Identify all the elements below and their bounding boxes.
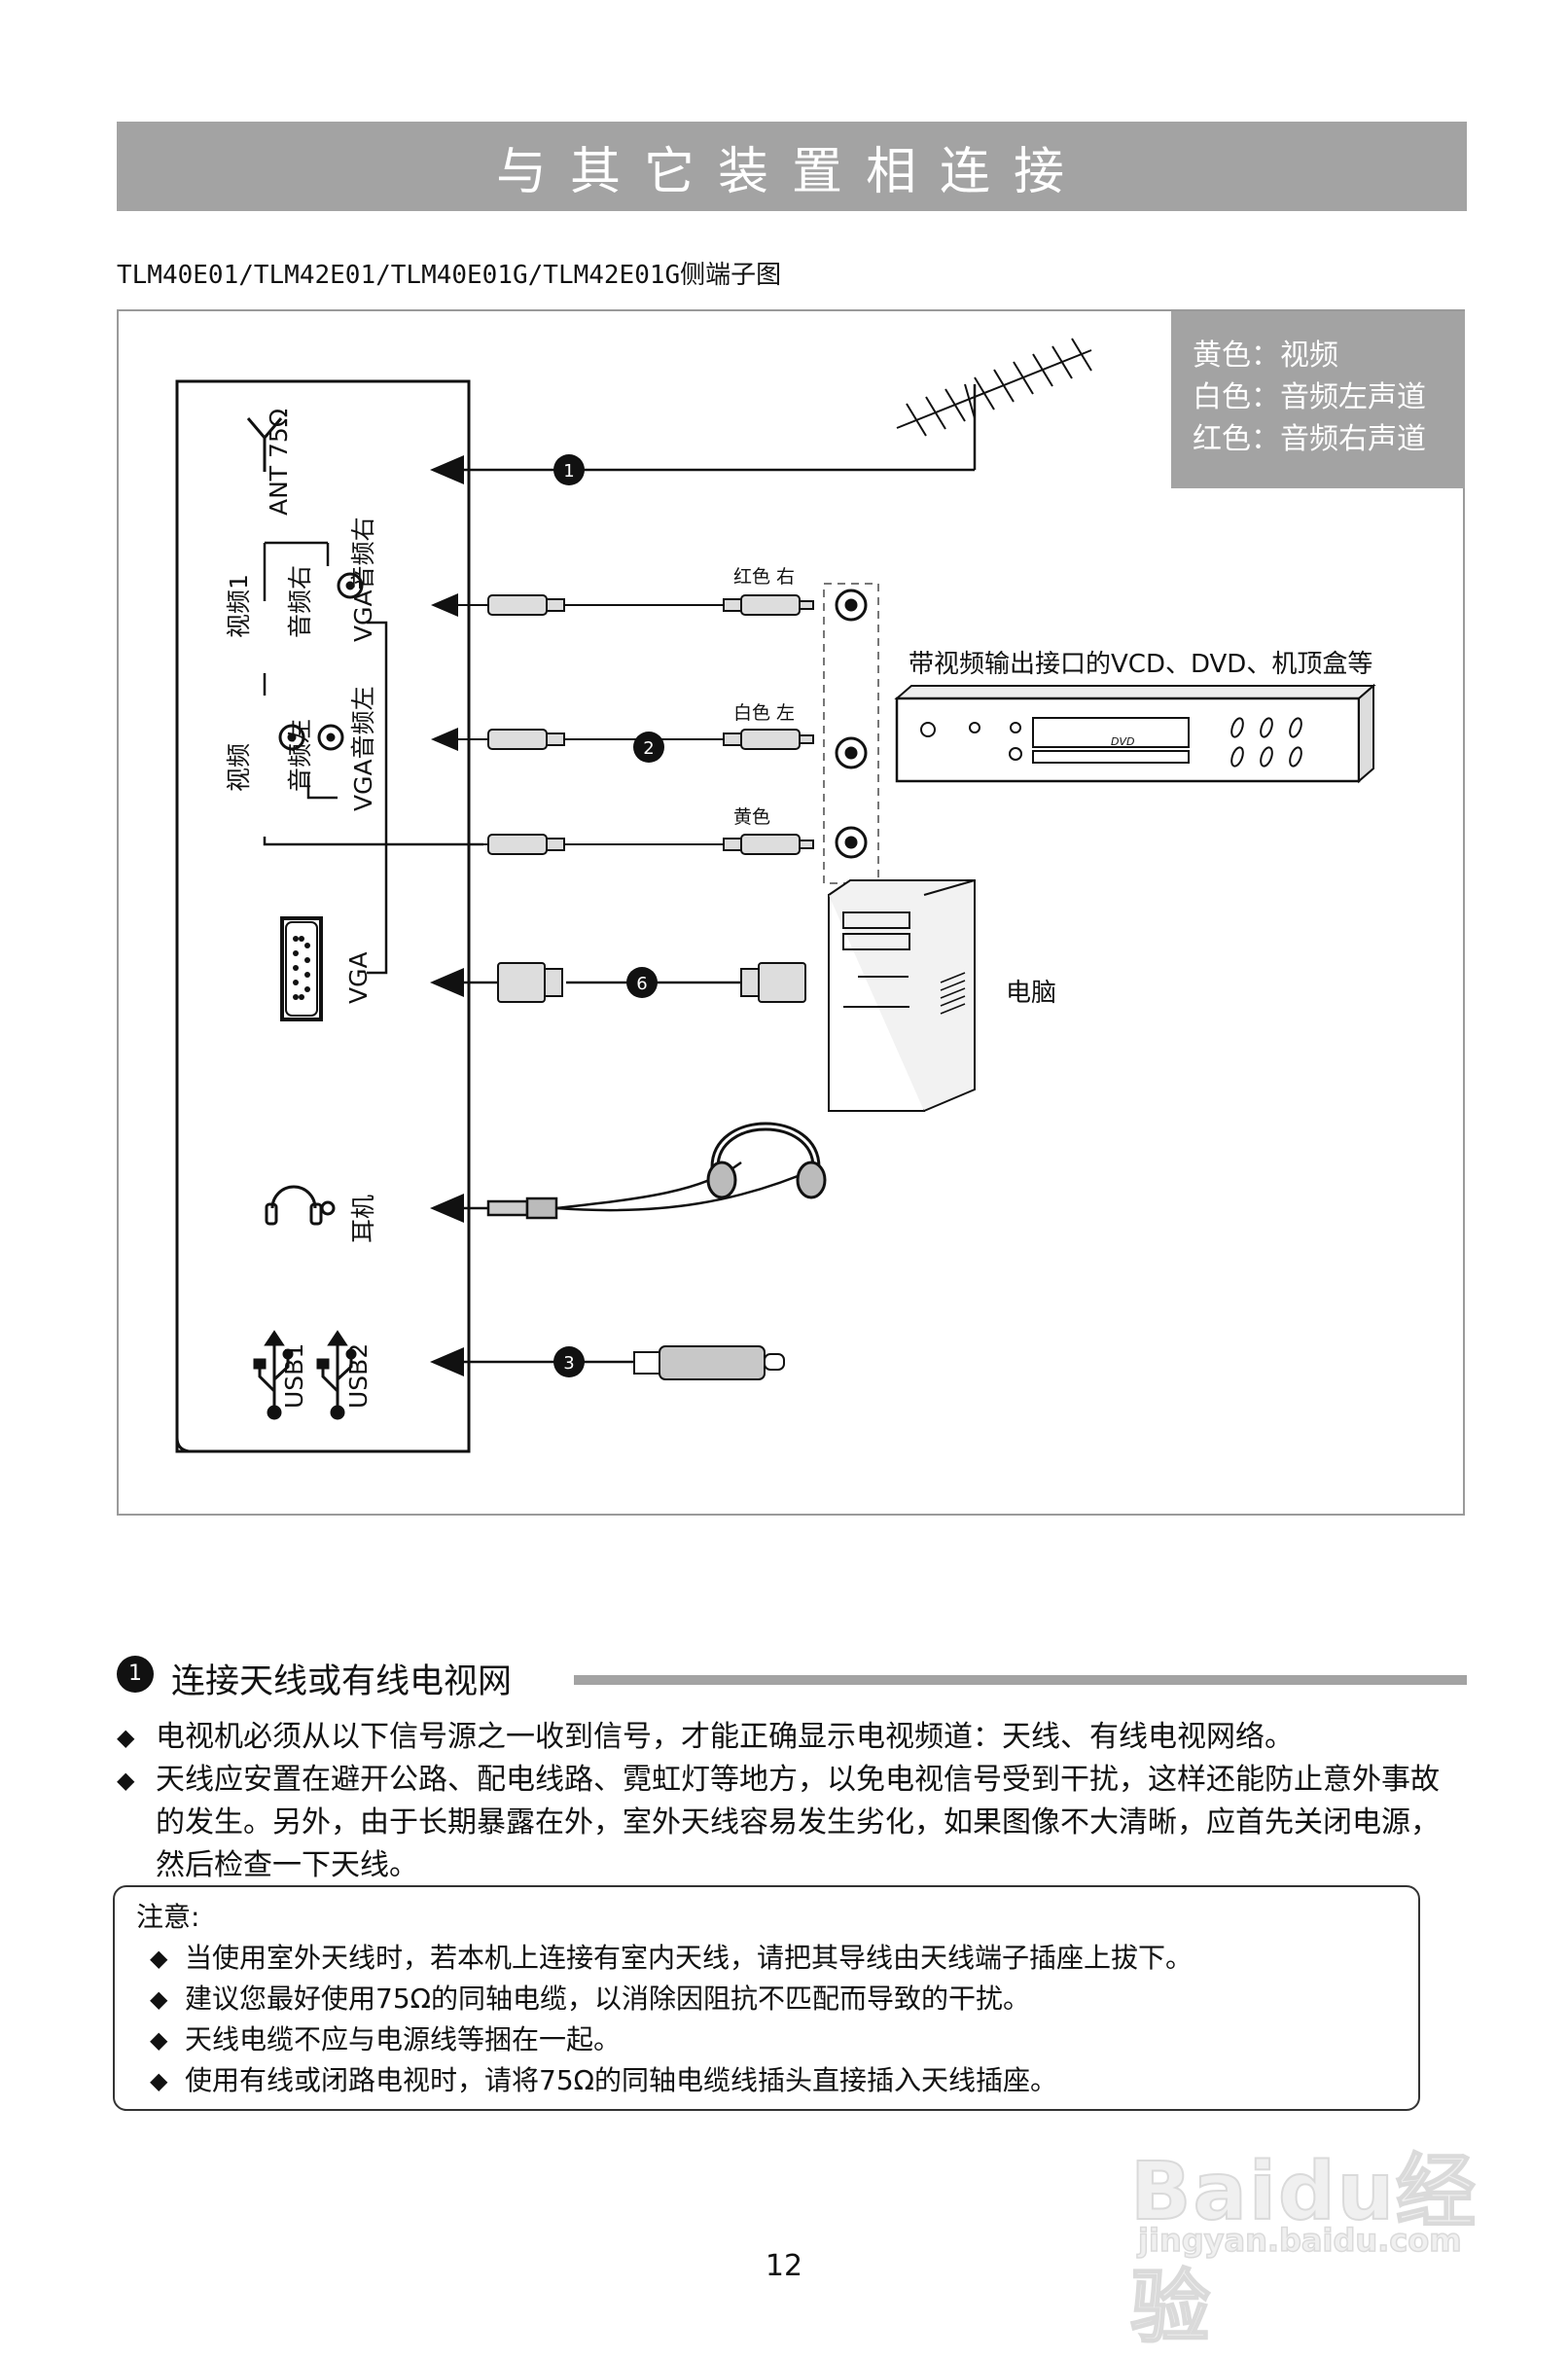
section-rule: [574, 1675, 1467, 1685]
watermark-url: jingyan.baidu.com: [1137, 2221, 1462, 2260]
section-heading: 1 连接天线或有线电视网: [117, 1654, 1467, 1701]
bullet-diamond-icon: ◆: [150, 2067, 168, 2094]
baidu-watermark: Baidu经验 jingyan.baidu.com: [1129, 2126, 1490, 2355]
diagram-drawing: 1 2 6 3 DVD: [175, 338, 1376, 1453]
page-title-bar: 与其它装置相连接: [117, 122, 1467, 211]
label-audio-left: 音频左: [286, 718, 314, 792]
note-title: 注意:: [136, 1901, 200, 1933]
section-title: 连接天线或有线电视网: [171, 1662, 513, 1701]
dvd-logo: DVD: [1111, 735, 1134, 748]
antenna-port-icon: [246, 417, 283, 472]
device-label-dvd: 带视频输出接口的VCD、DVD、机顶盒等: [909, 650, 1373, 679]
label-audio-right: 音频右: [286, 564, 314, 638]
note-item: ◆ 天线电缆不应与电源线等捆在一起。: [136, 2019, 1418, 2060]
bullet-text: 天线应安置在避开公路、配电线路、霓虹灯等地方，以免电视信号受到干扰，这样还能防止…: [156, 1763, 1440, 1882]
label-vga-audio-left: VGA音频左: [349, 686, 377, 811]
note-box: 注意: ◆ 当使用室外天线时，若本机上连接有室内天线，请把其导线由天线端子插座上…: [113, 1885, 1420, 2111]
legend-red: 红色：音频右声道: [1193, 422, 1426, 456]
bullet-diamond-icon: ◆: [150, 1945, 168, 1972]
av-bracket-lines: [263, 541, 483, 975]
audio-left-jack-icon: [317, 724, 344, 751]
headphones-icon: [706, 1122, 827, 1199]
marker-6-label: 6: [636, 974, 647, 994]
label-vga-audio-right: VGA音频右: [349, 517, 377, 642]
cable-label-red-right: 红色 右: [733, 566, 796, 588]
usb-flash-drive-icon: [633, 1345, 785, 1380]
label-usb1: USB1: [280, 1342, 308, 1409]
bullet-diamond-icon: ◆: [117, 1767, 135, 1794]
note-text: 当使用室外天线时，若本机上连接有室内天线，请把其导线由天线端子插座上拔下。: [185, 1942, 1194, 1974]
section-bullets: ◆ 电视机必须从以下信号源之一收到信号，才能正确显示电视频道：天线、有线电视网络…: [117, 1716, 1459, 1887]
vga-port-icon: [280, 916, 323, 1021]
vga-plugs: [497, 962, 806, 1003]
page-number: 12: [765, 2249, 803, 2283]
note-text: 天线电缆不应与电源线等捆在一起。: [185, 2023, 622, 2055]
cable-label-yellow: 黄色: [733, 806, 771, 828]
label-vga: VGA: [344, 951, 373, 1004]
marker-2: [633, 732, 664, 763]
note-item: ◆ 当使用室外天线时，若本机上连接有室内天线，请把其导线由天线端子插座上拔下。: [136, 1938, 1418, 1979]
note-item: ◆ 建议您最好使用75Ω的同轴电缆，以消除因阻抗不匹配而导致的干扰。: [136, 1979, 1418, 2019]
color-legend: 黄色：视频 白色：音频左声道 红色：音频右声道: [1171, 311, 1465, 488]
legend-yellow: 黄色：视频: [1193, 339, 1338, 373]
page-title: 与其它装置相连接: [495, 142, 1087, 201]
pc-tower-icon: [828, 879, 976, 1112]
outdoor-antenna-icon: [896, 338, 1092, 437]
note-text: 建议您最好使用75Ω的同轴电缆，以消除因阻抗不匹配而导致的干扰。: [185, 1983, 1031, 2015]
note-item: ◆ 使用有线或闭路电视时，请将75Ω的同轴电缆线插头直接插入天线插座。: [136, 2060, 1418, 2101]
marker-1: [553, 454, 585, 485]
bullet-item: ◆ 电视机必须从以下信号源之一收到信号，才能正确显示电视频道：天线、有线电视网络…: [117, 1716, 1459, 1759]
bullet-diamond-icon: ◆: [150, 2026, 168, 2054]
audio-right-jack-icon: [337, 572, 364, 599]
usb-port-icons: [253, 1330, 357, 1420]
label-usb2: USB2: [344, 1342, 373, 1409]
headphone-port-icon: [265, 1185, 336, 1226]
label-ant: ANT 75Ω: [265, 409, 293, 516]
legend-white: 白色：音频左声道: [1193, 380, 1426, 414]
marker-6: [626, 967, 658, 998]
label-video: 视频: [225, 742, 253, 792]
connection-diagram: 1 2 6 3 DVD 黄色：视频 白色：音频左声道 红色：音频右声道 ANT …: [117, 309, 1465, 1516]
marker-3: [553, 1346, 585, 1377]
cable-label-white-left: 白色 左: [733, 702, 796, 724]
video-jack-icon: [278, 724, 305, 751]
bullet-text: 电视机必须从以下信号源之一收到信号，才能正确显示电视频道：天线、有线电视网络。: [156, 1720, 1294, 1754]
bullet-diamond-icon: ◆: [117, 1724, 135, 1751]
label-video1: 视频1: [225, 574, 253, 638]
rca-plugs: [487, 594, 814, 855]
section-number: 1: [117, 1656, 154, 1693]
note-text: 使用有线或闭路电视时，请将75Ω的同轴电缆线插头直接插入天线插座。: [185, 2064, 1058, 2096]
marker-1-label: 1: [563, 461, 574, 482]
bullet-item: ◆ 天线应安置在避开公路、配电线路、霓虹灯等地方，以免电视信号受到干扰，这样还能…: [117, 1759, 1459, 1887]
marker-3-label: 3: [563, 1353, 574, 1374]
headphone-cable: [430, 1161, 820, 1223]
tv-side-panel: [175, 381, 190, 1453]
dvd-player-icon: [894, 683, 1376, 784]
diagram-subtitle: TLM40E01/TLM42E01/TLM40E01G/TLM42E01G侧端子…: [117, 261, 782, 290]
label-headphone: 耳机: [349, 1194, 377, 1243]
bullet-diamond-icon: ◆: [150, 1985, 168, 2013]
marker-2-label: 2: [643, 738, 654, 759]
dvd-output-jack-icons: [835, 589, 868, 859]
antenna-cable: [430, 384, 977, 484]
device-label-pc: 电脑: [1006, 979, 1057, 1008]
